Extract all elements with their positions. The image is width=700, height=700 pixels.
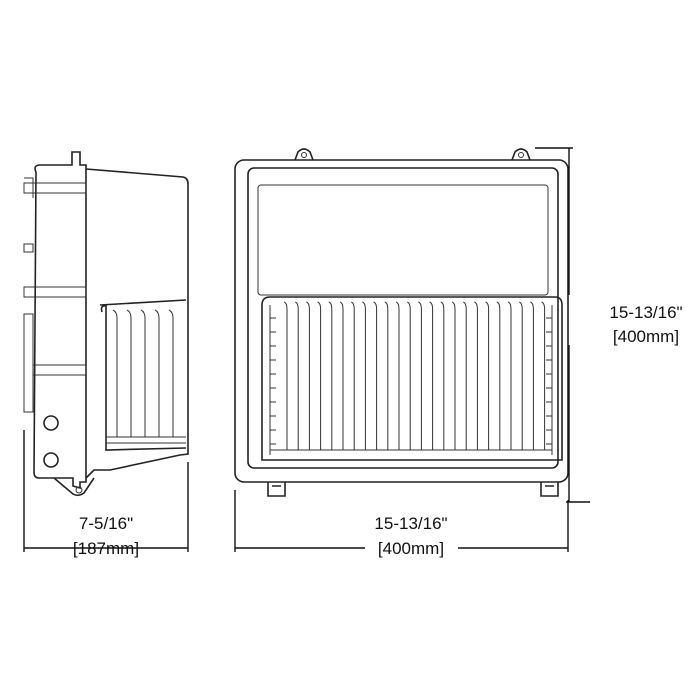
front-fin (283, 301, 288, 450)
front-inner-frame (247, 167, 559, 469)
front-fin (530, 301, 534, 450)
side-fin-block (99, 299, 187, 451)
front-fin (541, 301, 546, 450)
front-fin (395, 301, 400, 450)
front-fin (384, 301, 389, 450)
side-hinge-pin (75, 486, 83, 494)
front-mount-ear-right (511, 148, 531, 161)
front-fin (373, 301, 378, 450)
front-fin (362, 301, 366, 450)
front-fin (328, 301, 333, 450)
front-bottom-latch-left (267, 482, 286, 497)
front-ear-hole-left (301, 152, 307, 158)
side-fin (168, 309, 174, 437)
front-grille-inner (269, 305, 553, 455)
depth-metric-label: [187mm] (73, 539, 139, 558)
side-housing (85, 168, 189, 479)
side-knockout-lower (43, 452, 59, 468)
side-knockout-upper (43, 415, 59, 431)
front-fin (339, 301, 344, 450)
front-fin (317, 301, 322, 450)
width-imperial-label: 15-13/16" (374, 514, 447, 533)
front-grille-outline (261, 296, 563, 461)
height-imperial-label: 15-13/16" (609, 303, 682, 322)
front-fin (462, 301, 467, 450)
front-fin (451, 301, 456, 450)
front-fin (496, 301, 501, 450)
height-dimension-line (535, 147, 590, 503)
front-fin (306, 301, 310, 450)
front-fin (294, 301, 299, 450)
side-mount-tabs (23, 177, 87, 413)
width-metric-label: [400mm] (378, 539, 444, 558)
front-bottom-latch-right (540, 482, 559, 497)
side-view (23, 151, 189, 497)
width-dimension-line (234, 490, 569, 552)
depth-imperial-label: 7-5/16" (79, 514, 133, 533)
front-ear-hole-right (518, 152, 524, 158)
side-fin (126, 309, 132, 437)
front-fin (507, 301, 512, 450)
front-fin (474, 301, 478, 450)
dimension-lines (23, 147, 590, 552)
side-back-plate (33, 151, 87, 490)
side-fin (112, 309, 118, 437)
height-metric-label: [400mm] (613, 327, 679, 346)
side-bottom-hinge (53, 477, 95, 497)
front-fin (429, 301, 434, 450)
front-fin (406, 301, 411, 450)
front-view (234, 148, 569, 497)
side-fin (140, 309, 146, 437)
front-fin (418, 301, 422, 450)
front-fin (350, 301, 355, 450)
side-fin (154, 309, 160, 437)
depth-dimension-line (23, 430, 189, 552)
front-fin (485, 301, 490, 450)
front-fin (518, 301, 523, 450)
front-outer-frame (234, 159, 569, 483)
front-mount-ear-left (294, 148, 314, 161)
front-fin (440, 301, 445, 450)
side-fin-base (106, 436, 186, 444)
front-top-panel (257, 184, 549, 296)
